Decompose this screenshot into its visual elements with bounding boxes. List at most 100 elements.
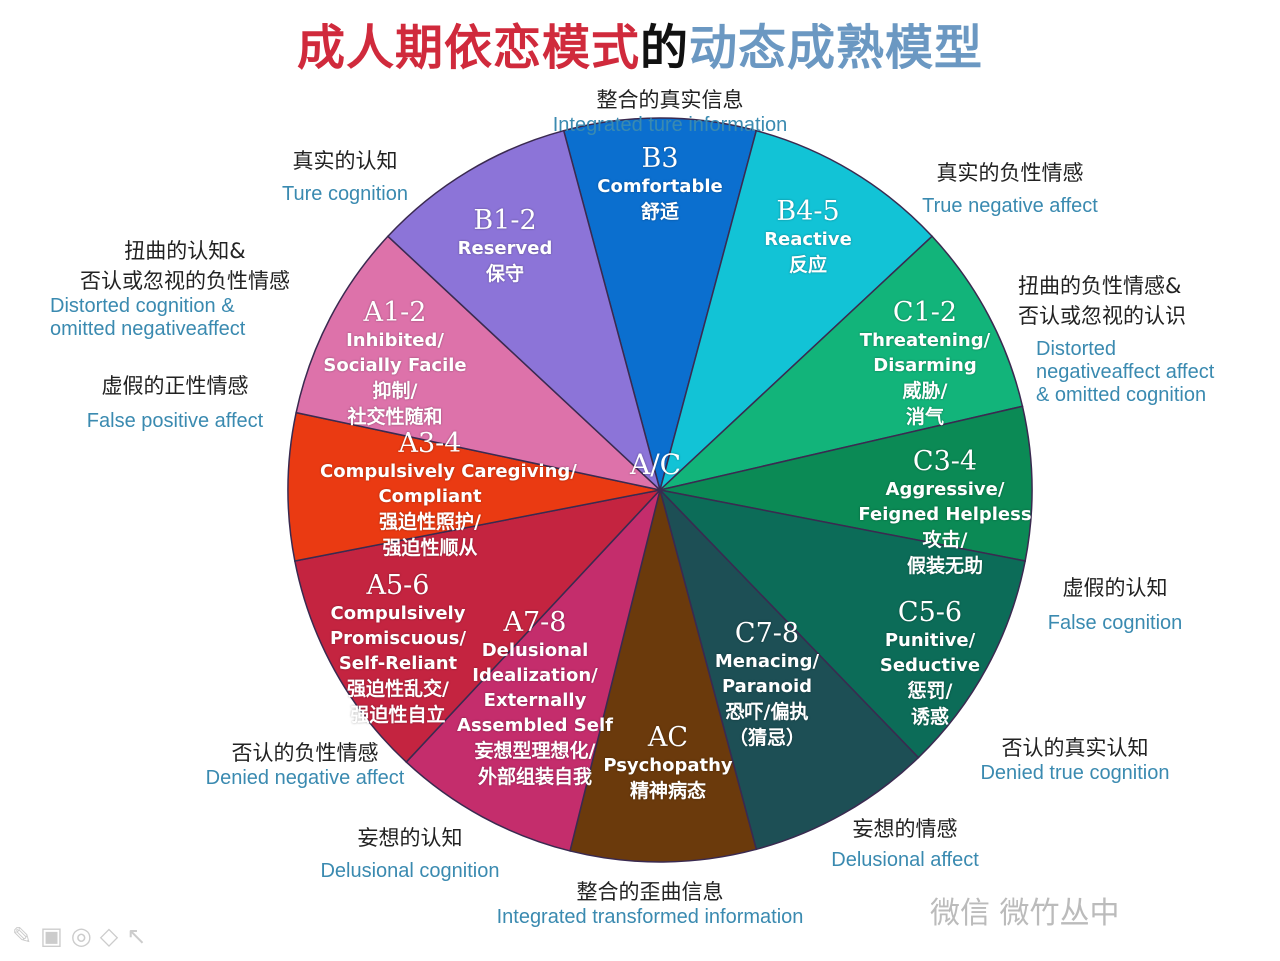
segment-code: A5-6 bbox=[366, 570, 430, 601]
label-cn: 虚假的正性情感 bbox=[101, 374, 249, 398]
segment-en: Psychopathy bbox=[603, 755, 733, 776]
label-en: & omitted cognition bbox=[1036, 384, 1207, 406]
segment-en: Aggressive/ bbox=[885, 479, 1005, 500]
segment-en: Comfortable bbox=[597, 176, 723, 197]
segment-cn: 精神病态 bbox=[629, 780, 706, 802]
label-cn: 真实的负性情感 bbox=[936, 161, 1084, 185]
segment-c5-6 bbox=[657, 488, 1027, 759]
segment-en: Feigned Helpless bbox=[858, 504, 1032, 525]
segment-en: Promiscuous/ bbox=[329, 628, 467, 649]
segment-en: Disarming bbox=[873, 355, 977, 376]
segment-cn: 反应 bbox=[788, 254, 827, 276]
label-cn: 妄想的情感 bbox=[852, 817, 958, 841]
segment-en: Compulsively Caregiving/ bbox=[320, 461, 577, 482]
segment-cn: 假装无助 bbox=[906, 555, 983, 577]
title-part-2: 的 bbox=[639, 20, 689, 76]
label-en: omitted negativeaffect bbox=[50, 318, 246, 340]
slide-toolbar[interactable]: ✎▣◎◇↖ bbox=[12, 922, 154, 950]
segment-en: Compulsively bbox=[330, 603, 466, 624]
segment-code: C1-2 bbox=[892, 297, 958, 328]
pen-icon[interactable]: ✎ bbox=[12, 922, 41, 950]
segment-cn: 攻击/ bbox=[922, 529, 968, 551]
segment-code: A7-8 bbox=[503, 607, 567, 638]
segment-b3 bbox=[562, 117, 758, 493]
lasso-icon[interactable]: ◎ bbox=[70, 922, 100, 950]
segment-b1-2 bbox=[386, 129, 662, 493]
label-cn: 妄想的认知 bbox=[357, 826, 463, 850]
segment-c7-8 bbox=[658, 487, 920, 851]
label-en: Integrated transformed information bbox=[496, 906, 804, 928]
label-cn: 扭曲的认知& bbox=[124, 239, 246, 263]
segment-en: Reactive bbox=[764, 229, 852, 250]
segment-code: B3 bbox=[641, 143, 679, 174]
segment-en: Delusional bbox=[481, 640, 589, 661]
segment-cn: 社交性随和 bbox=[347, 406, 443, 428]
slide-icon[interactable]: ▣ bbox=[40, 922, 71, 950]
label-delusional-cognition: 妄想的认知 Delusional cognition bbox=[300, 822, 520, 883]
label-en: negativeaffect affect bbox=[1036, 361, 1215, 383]
watermark: 微信 微竹丛中 bbox=[930, 896, 1120, 931]
segment-cn: 保守 bbox=[485, 263, 524, 285]
segment-cn: 外部组装自我 bbox=[477, 766, 592, 788]
label-true-negative-affect: 真实的负性情感 True negative affect bbox=[870, 157, 1150, 218]
segment-en: Reserved bbox=[457, 238, 553, 259]
segment-cn: 强迫性照护/ bbox=[379, 511, 481, 533]
label-false-positive-affect: 虚假的正性情感 False positive affect bbox=[60, 370, 290, 433]
segment-en: Idealization/ bbox=[472, 665, 598, 686]
segment-code: B4-5 bbox=[776, 196, 840, 227]
label-en: Denied negative affect bbox=[205, 767, 405, 789]
label-en: Integrated ture information bbox=[552, 114, 788, 136]
label-cn: 否认的真实认知 bbox=[1001, 736, 1149, 760]
eraser-icon[interactable]: ◇ bbox=[99, 922, 127, 950]
diagram-title: 成人期依恋模式的动态成熟模型 bbox=[0, 8, 1280, 78]
label-en: True negative affect bbox=[922, 195, 1098, 217]
segment-a3-4 bbox=[287, 411, 661, 562]
label-en: False cognition bbox=[1047, 612, 1183, 634]
segment-cn: 消气 bbox=[905, 406, 944, 428]
segment-cn: 强迫性乱交/ bbox=[347, 678, 449, 700]
label-cn: 否认或忽视的负性情感 bbox=[80, 269, 290, 293]
segment-en: Punitive/ bbox=[884, 630, 976, 651]
label-en: Delusional cognition bbox=[320, 860, 500, 882]
segment-cn: 威胁/ bbox=[902, 380, 948, 402]
label-cn: 否认或忽视的认识 bbox=[1018, 304, 1186, 328]
segment-a5-6 bbox=[293, 488, 663, 764]
label-en: False positive affect bbox=[86, 410, 264, 432]
segment-cn: 诱惑 bbox=[910, 706, 949, 728]
segment-code: AC bbox=[647, 722, 689, 753]
segment-en: Threatening/ bbox=[859, 330, 991, 351]
label-en: Delusional affect bbox=[831, 849, 979, 871]
segment-cn: 舒适 bbox=[640, 201, 679, 223]
title-part-3: 动态成熟模型 bbox=[689, 20, 984, 76]
segment-en: Seductive bbox=[879, 655, 981, 676]
segment-cn: 强迫性自立 bbox=[350, 704, 446, 726]
segment-en: Compliant bbox=[378, 486, 482, 507]
segment-ac bbox=[569, 487, 758, 863]
segment-cn: 妄想型理想化/ bbox=[474, 740, 596, 762]
label-en: Ture cognition bbox=[282, 183, 408, 205]
segment-cn: （猜忌） bbox=[728, 727, 805, 749]
segment-en: Self-Reliant bbox=[338, 653, 458, 674]
segment-c3-4 bbox=[659, 405, 1033, 562]
pointer-icon[interactable]: ↖ bbox=[126, 922, 155, 950]
segment-code: A1-2 bbox=[363, 297, 427, 328]
segment-en: Paranoid bbox=[721, 676, 813, 697]
segment-code: A3-4 bbox=[398, 428, 462, 459]
segment-cn: 恐吓/偏执 bbox=[725, 701, 809, 723]
segment-code: C7-8 bbox=[734, 618, 800, 649]
